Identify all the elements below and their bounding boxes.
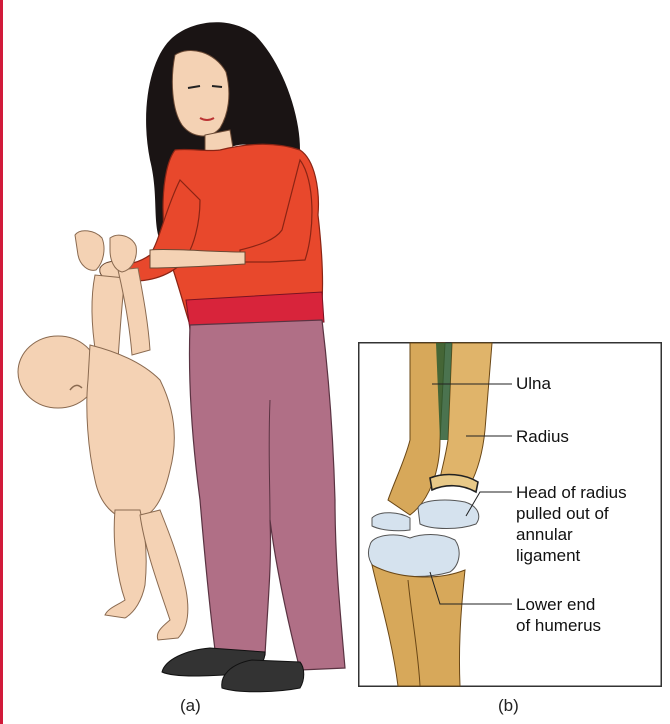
label-head-of-radius: Head of radius pulled out of annular lig… [516,482,627,566]
label-head-line-4: ligament [516,545,627,566]
woman-face [172,50,229,135]
panel-a-illustration [18,22,345,692]
caption-panel-b: (b) [498,696,519,716]
caption-panel-a: (a) [180,696,201,716]
radius-head [418,500,479,529]
child-head [18,336,98,408]
label-humerus-line-1: Lower end [516,594,601,615]
label-head-line-3: annular [516,524,627,545]
label-ulna: Ulna [516,373,551,394]
label-humerus-line-2: of humerus [516,615,601,636]
child-figure [18,231,188,640]
woman-trousers [189,320,345,670]
label-lower-end-humerus: Lower end of humerus [516,594,601,636]
label-head-line-1: Head of radius [516,482,627,503]
label-head-line-2: pulled out of [516,503,627,524]
label-radius: Radius [516,426,569,447]
